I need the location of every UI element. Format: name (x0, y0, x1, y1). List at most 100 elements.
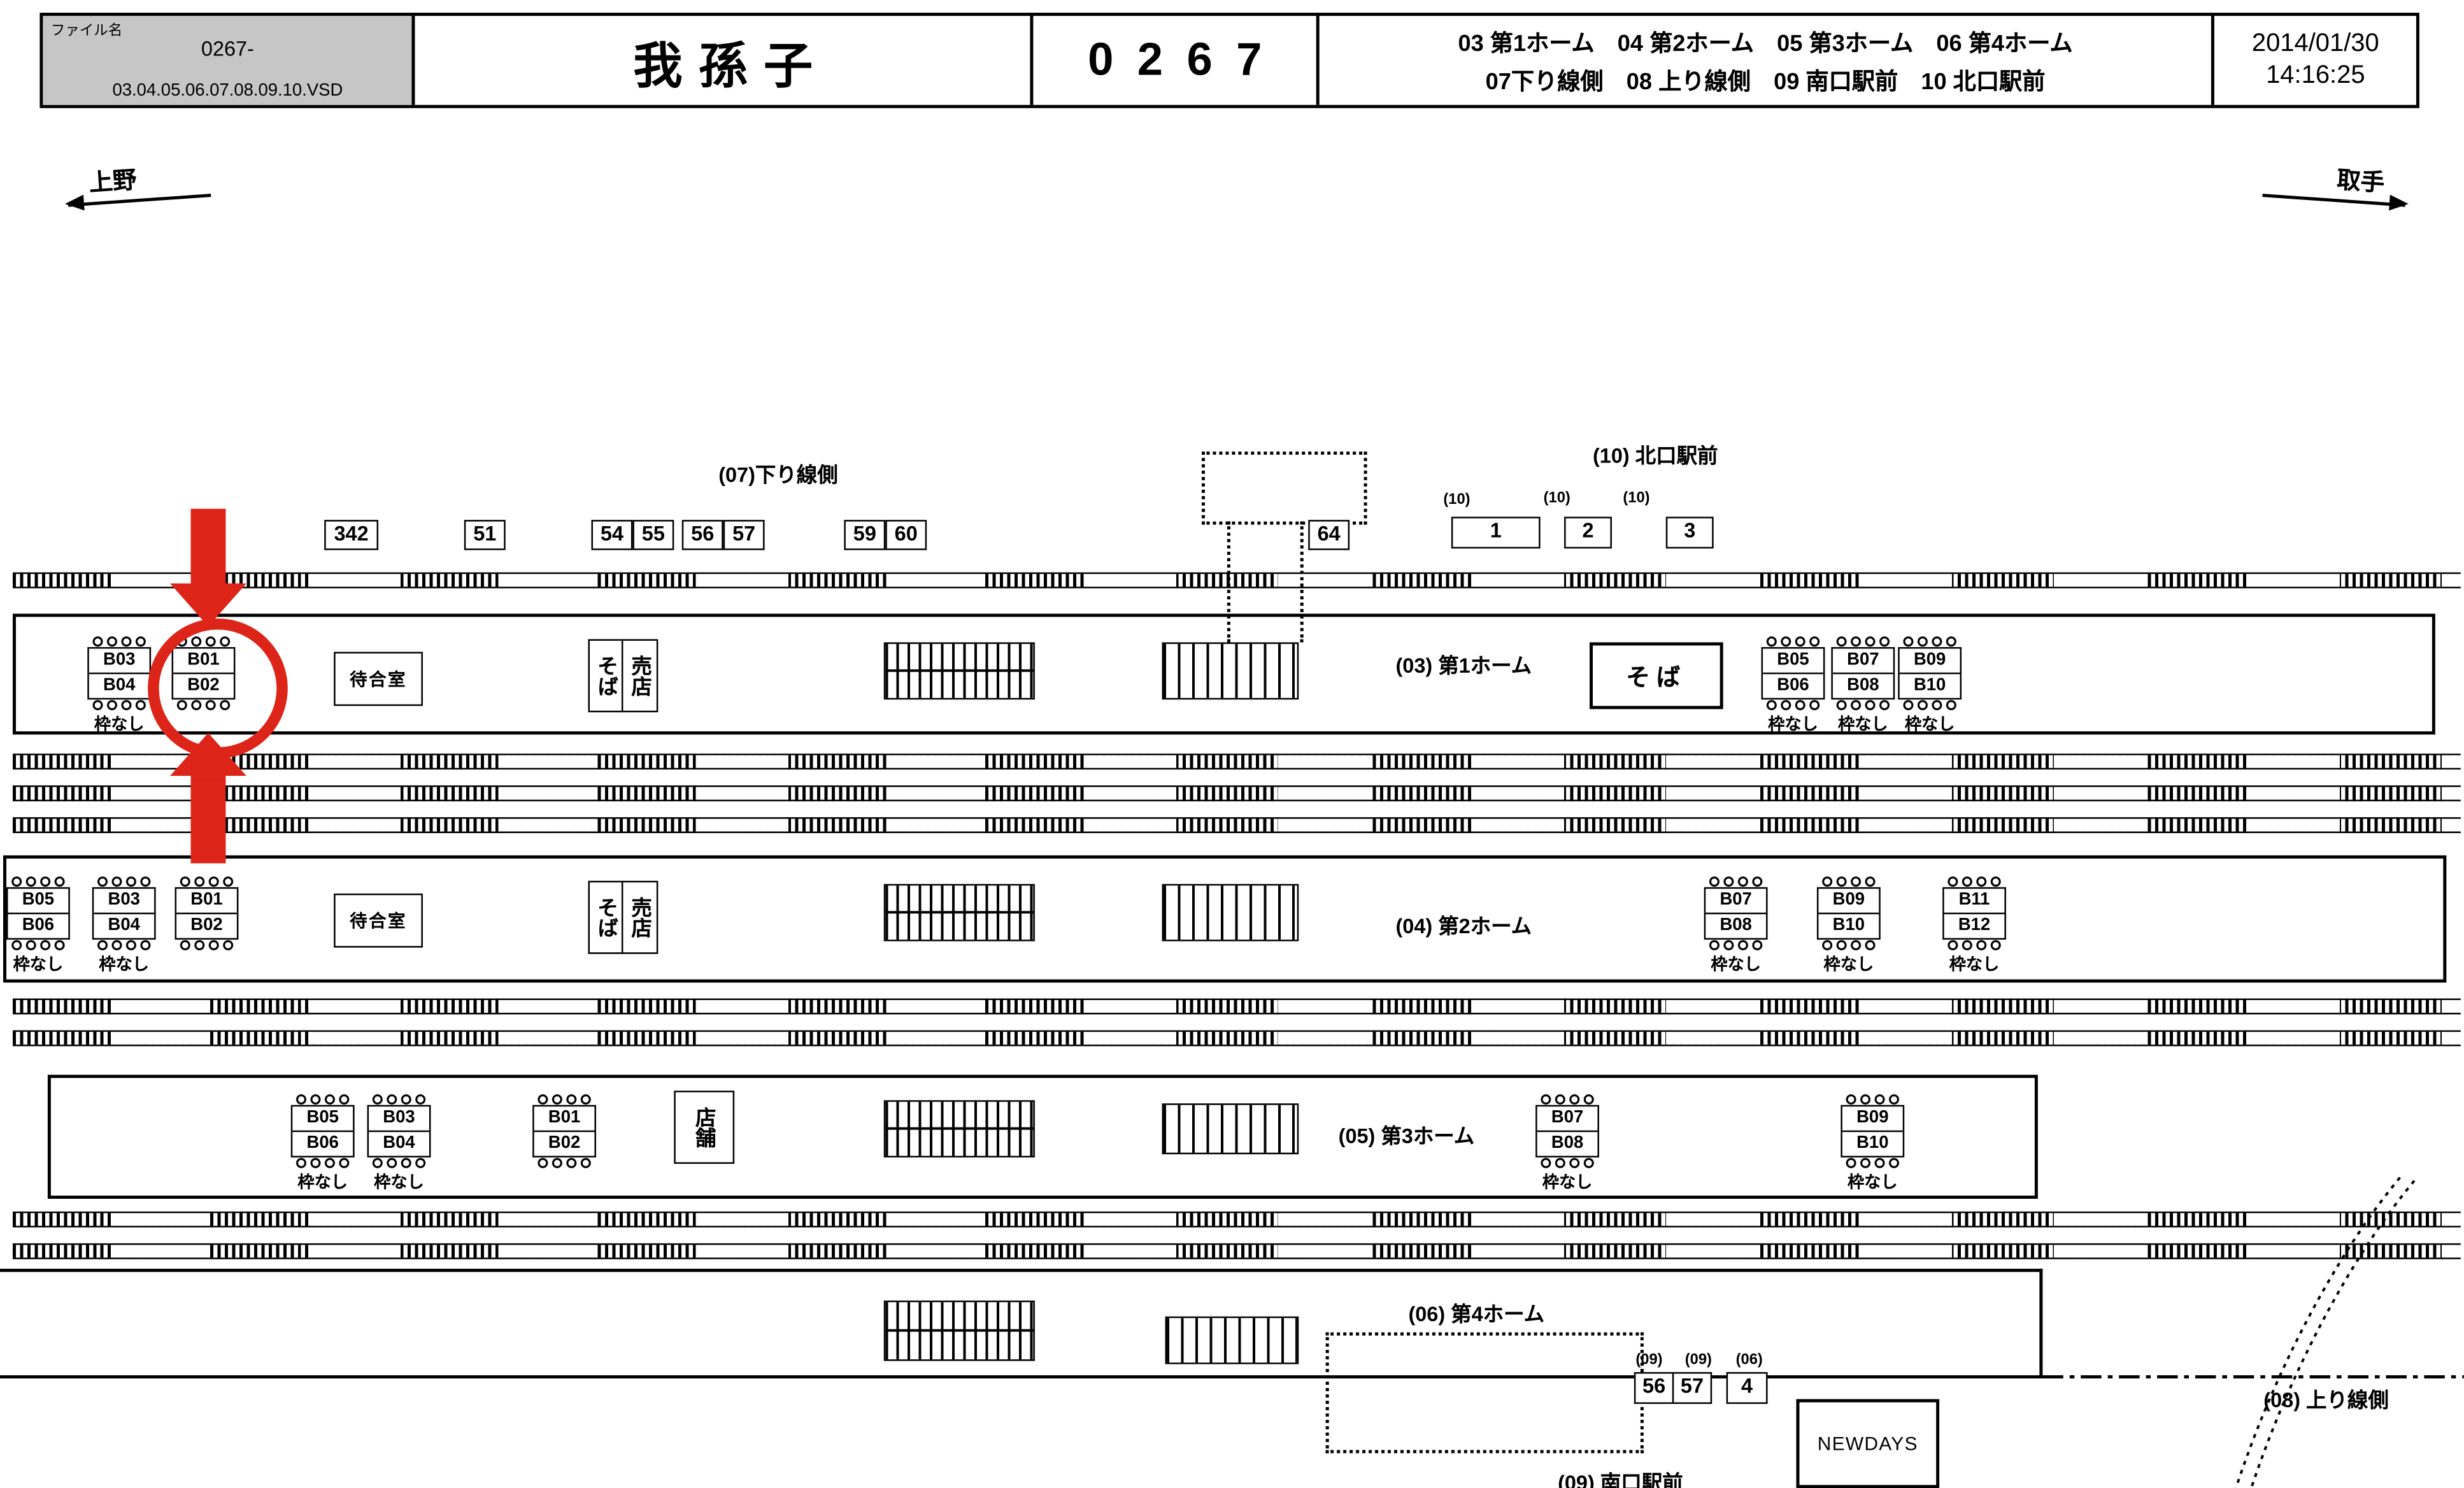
billboard-note: 枠なし (1542, 1173, 1593, 1192)
highlight-arrow-down-shaft (190, 508, 226, 585)
north-exit-tag: (10) (1623, 489, 1650, 508)
legend-cell: 03 第1ホーム 04 第2ホーム 05 第3ホーム 06 第4ホーム 07下り… (1319, 15, 2215, 105)
billboard-id: B04 (89, 672, 150, 698)
staircase-icon (883, 884, 1035, 941)
soba-column: そば (588, 880, 625, 954)
billboard-id: B09 (1832, 890, 1865, 910)
billboard-p3-B07-B08: B07 B08 枠なし (1535, 1094, 1599, 1194)
signboard-55: 55 (632, 520, 674, 550)
billboard-note: 枠なし (374, 1173, 424, 1192)
title-bar: ファイル名 0267- 03.04.05.06.07.08.09.10.VSD … (39, 12, 2419, 108)
waiting-room-p1: 待合室 (334, 652, 423, 706)
billboard-id: B08 (1706, 912, 1767, 938)
lamp-row-icon (370, 1157, 428, 1169)
billboard-id: B01 (190, 890, 223, 910)
billboard-p2-B09-B10: B09 B10 枠なし (1816, 876, 1881, 976)
billboard-p2-B03-B04: B03 B04 枠なし (92, 876, 156, 976)
datetime-cell: 2014/01/30 14:16:25 (2215, 16, 2416, 105)
lamp-row-icon (90, 699, 148, 711)
billboard-note: 枠なし (13, 955, 64, 975)
platform-2-label: (04) 第2ホーム (1395, 914, 1532, 938)
billboard-id: B07 (1720, 890, 1752, 910)
shop-column: 売店 (622, 639, 659, 713)
south-exit-board-56: 56 (1634, 1372, 1674, 1404)
billboard-note: 枠なし (99, 955, 149, 975)
south-exit-tag: (06) (1735, 1351, 1763, 1370)
billboard-id: B06 (292, 1130, 353, 1156)
soba-stand-p1: そば (1590, 642, 1723, 710)
billboard-note: 枠なし (1823, 955, 1874, 975)
billboard-id: B05 (22, 890, 55, 910)
road-curve (2234, 1172, 2405, 1488)
billboard-id: B03 (108, 890, 140, 910)
legend-line-1: 03 第1ホーム 04 第2ホーム 05 第3ホーム 06 第4ホーム (1458, 31, 2073, 57)
billboard-p2-B11-B12: B11 B12 枠なし (1942, 876, 2006, 976)
billboard-id: B10 (1818, 912, 1879, 938)
platform-4-label: (06) 第4ホーム (1408, 1302, 1545, 1326)
platform-1-label: (03) 第1ホーム (1395, 653, 1532, 678)
direction-toride: 取手 (2262, 157, 2409, 212)
billboard-note: 枠なし (1711, 955, 1761, 975)
road-curve (2249, 1175, 2419, 1488)
billboard-note: 枠なし (1838, 715, 1888, 735)
billboard-id: B01 (548, 1108, 581, 1127)
lamp-row-icon (178, 876, 236, 887)
lamp-row-icon (9, 940, 67, 951)
billboard-p1-B07-B08: B07 B08 枠なし (1831, 636, 1895, 736)
signboard-59: 59 (844, 520, 886, 550)
lamp-row-icon (178, 940, 236, 951)
signboard-342: 342 (324, 520, 379, 550)
lamp-row-icon (1946, 940, 2003, 951)
lamp-row-icon (536, 1157, 594, 1169)
track (12, 572, 2461, 589)
billboard-id: B10 (1842, 1130, 1903, 1156)
up-line-boundary-and-road (2042, 1172, 2464, 1488)
lamp-row-icon (90, 636, 148, 647)
lamp-row-icon (1901, 636, 1959, 647)
right-arrow-icon (2389, 194, 2409, 212)
track (12, 1211, 2461, 1227)
file-info-cell: ファイル名 0267- 03.04.05.06.07.08.09.10.VSD (43, 15, 416, 105)
billboard-id: B07 (1847, 650, 1879, 669)
billboard-id: B12 (1944, 912, 2005, 938)
staircase-icon (1162, 642, 1299, 700)
lamp-row-icon (1764, 636, 1822, 647)
billboard-id: B02 (176, 912, 237, 938)
track (12, 998, 2461, 1015)
billboard-id: B02 (534, 1130, 595, 1156)
billboard-p2-B07-B08: B07 B08 枠なし (1704, 876, 1768, 976)
billboard-note: 枠なし (1847, 1173, 1898, 1192)
billboard-id: B11 (1958, 890, 1990, 910)
lamp-row-icon (1707, 940, 1765, 951)
billboard-note: 枠なし (297, 1173, 348, 1192)
left-arrow-icon (64, 194, 85, 212)
track (12, 754, 2461, 770)
store-column: 店舗 (674, 1091, 735, 1164)
staircase-icon (1165, 1316, 1299, 1364)
staircase-icon (1162, 1103, 1299, 1155)
lamp-row-icon (294, 1094, 352, 1105)
soba-shop-p2: そば 売店 (588, 880, 659, 954)
file-code: 0267- (201, 36, 254, 61)
highlight-circle (148, 618, 288, 759)
staircase-icon (883, 1300, 1035, 1361)
billboard-id: B04 (369, 1130, 429, 1156)
signboard-56: 56 (681, 520, 723, 550)
signboard-64: 64 (1308, 520, 1350, 550)
billboard-p3-B01-B02: B01 B02 (532, 1094, 596, 1170)
lamp-row-icon (1820, 876, 1877, 887)
south-exit-board-57: 57 (1672, 1372, 1713, 1404)
north-exit-tag: (10) (1443, 491, 1471, 509)
billboard-id: B05 (1777, 650, 1809, 669)
lamp-row-icon (9, 876, 67, 887)
billboard-id: B03 (103, 650, 136, 669)
waiting-room-p2: 待合室 (334, 893, 423, 948)
billboard-id: B06 (1763, 672, 1823, 698)
staircase-icon (883, 642, 1035, 700)
signboard-60: 60 (885, 520, 927, 550)
billboard-p1-B09-B10: B09 B10 枠なし (1898, 636, 1962, 736)
billboard-p2-B01-B02: B01 B02 (174, 876, 239, 952)
lamp-row-icon (1764, 699, 1822, 711)
billboard-id: B09 (1913, 650, 1946, 669)
station-code: 0267 (1034, 15, 1320, 105)
